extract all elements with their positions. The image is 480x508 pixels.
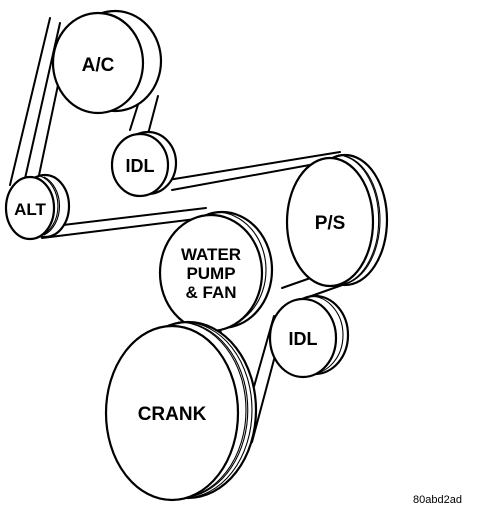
ac-pulley: A/C — [51, 9, 163, 115]
water-pump-label-line-3: & FAN — [186, 283, 237, 302]
power-steering-pulley: P/S — [285, 153, 389, 288]
idler-pulley-upper: IDL — [110, 130, 178, 198]
ps-label: P/S — [315, 213, 346, 234]
water-pump-label-line-1: WATER — [181, 245, 241, 264]
belt-edge — [9, 17, 51, 186]
alternator-pulley: ALT — [4, 173, 71, 241]
water-pump-pulley: WATER PUMP & FAN — [158, 210, 274, 333]
belt-edge — [147, 95, 159, 135]
belt-edge — [41, 218, 197, 239]
idler-lower-label: IDL — [289, 329, 318, 349]
idler-upper-label: IDL — [126, 156, 155, 176]
crankshaft-pulley: CRANK — [104, 320, 258, 502]
belt-edge — [167, 151, 341, 181]
belt-edge — [37, 207, 207, 229]
idler-pulley-lower: IDL — [268, 294, 350, 379]
figure-code: 80abd2ad — [413, 494, 462, 506]
water-pump-label-line-2: PUMP — [186, 264, 235, 283]
crank-label: CRANK — [138, 404, 207, 425]
alt-label: ALT — [14, 200, 46, 219]
ac-label: A/C — [82, 55, 115, 76]
